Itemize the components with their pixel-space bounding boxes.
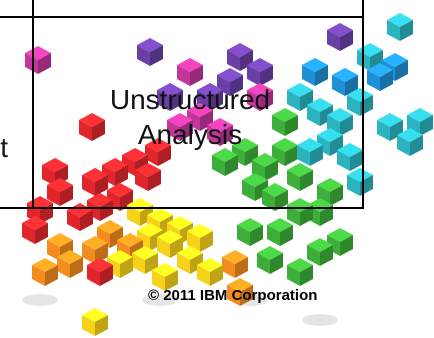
cube-magenta (207, 118, 233, 146)
slide-title: Unstructured Analysis (60, 82, 320, 152)
cube-red (107, 183, 133, 211)
cube-purple (197, 83, 223, 111)
cube-yellow (177, 246, 203, 274)
cube-teal (317, 128, 343, 156)
cube-purple (327, 23, 353, 51)
cube-purple (157, 83, 183, 111)
cube-red (67, 203, 93, 231)
cube-green (307, 238, 333, 266)
cube-teal (387, 13, 413, 41)
cube-red (87, 258, 113, 286)
cube-magenta (177, 58, 203, 86)
cube-green (257, 246, 283, 274)
cube-red (102, 158, 128, 186)
cube-magenta (167, 113, 193, 141)
cube-yellow (152, 263, 178, 291)
table-cell-main (32, 16, 364, 209)
cube-magenta (247, 83, 273, 111)
table-cell-left (0, 16, 34, 209)
cube-teal (287, 83, 313, 111)
cube-teal (397, 128, 423, 156)
cube-green (272, 108, 298, 136)
cube-green (267, 218, 293, 246)
cube-shadow (22, 294, 58, 306)
cube-green (242, 173, 268, 201)
cube-red (145, 138, 171, 166)
cube-shadow (302, 314, 338, 326)
cube-magenta (25, 46, 51, 74)
cube-purple (137, 38, 163, 66)
cube-orange (47, 233, 73, 261)
truncated-left-text: t (0, 132, 8, 163)
cube-green (237, 218, 263, 246)
table-cell-top (32, 0, 364, 16)
cube-yellow (132, 246, 158, 274)
cube-orange (227, 278, 253, 306)
cube-red (135, 163, 161, 191)
cube-green (212, 148, 238, 176)
copyright-notice: © 2011 IBM Corporation (148, 287, 318, 304)
cube-teal (337, 143, 363, 171)
cube-shadow (142, 294, 178, 306)
cube-green (287, 258, 313, 286)
cube-blue (302, 58, 328, 86)
cube-green (287, 163, 313, 191)
cube-purple (247, 58, 273, 86)
cube-blue (332, 68, 358, 96)
cube-green (262, 183, 288, 211)
title-line-2: Analysis (137, 119, 243, 150)
cube-yellow (197, 258, 223, 286)
cube-red (22, 216, 48, 244)
cube-orange (32, 258, 58, 286)
cube-orange (222, 250, 248, 278)
title-line-1: Unstructured (109, 84, 271, 115)
cube-red (47, 178, 73, 206)
cube-yellow (187, 224, 213, 252)
cube-orange (82, 236, 108, 264)
cube-red (82, 168, 108, 196)
cube-teal (297, 138, 323, 166)
cube-orange (57, 250, 83, 278)
cube-yellow (82, 308, 108, 336)
cube-red (87, 193, 113, 221)
cube-red (79, 113, 105, 141)
cube-blue (367, 63, 393, 91)
